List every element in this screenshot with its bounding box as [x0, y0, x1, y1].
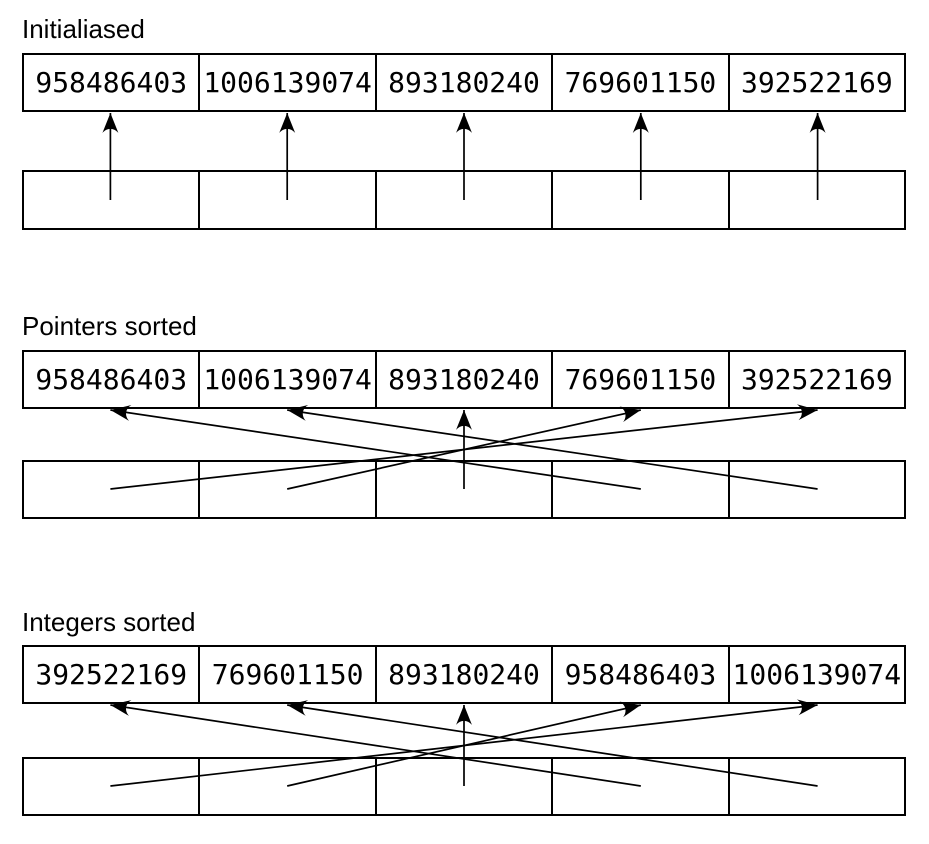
pointer-cell	[730, 462, 904, 517]
integer-cell: 769601150	[553, 352, 730, 407]
integer-cell: 958486403	[553, 647, 730, 702]
integer-cell: 769601150	[553, 55, 730, 110]
pointer-cell	[200, 462, 377, 517]
pointer-cell	[200, 172, 377, 228]
pointer-cell	[24, 172, 201, 228]
integer-cell: 893180240	[377, 647, 554, 702]
pointer-cell	[24, 462, 201, 517]
integer-cell: 958486403	[24, 55, 201, 110]
integer-cell: 769601150	[200, 647, 377, 702]
integer-cell: 1006139074	[732, 658, 902, 691]
pointer-cell	[200, 759, 377, 814]
section-title-integers-sorted: Integers sorted	[22, 607, 196, 637]
pointer-cell	[377, 759, 554, 814]
pointer-array-row-3	[22, 757, 906, 816]
integer-array-row-3: 392522169 769601150 893180240 958486403 …	[22, 645, 906, 704]
pointer-cell	[553, 759, 730, 814]
pointer-array-row-2	[22, 460, 906, 519]
integer-cell: 392522169	[740, 363, 893, 396]
integer-cell: 893180240	[377, 352, 554, 407]
pointer-cell	[730, 172, 904, 228]
integer-cell: 392522169	[740, 66, 893, 99]
integer-cell: 893180240	[377, 55, 554, 110]
integer-cell: 1006139074	[200, 55, 377, 110]
pointer-cell	[730, 759, 904, 814]
pointer-cell	[553, 172, 730, 228]
integer-cell: 958486403	[24, 352, 201, 407]
pointer-cell	[377, 462, 554, 517]
section-title-initialised: Initialiased	[22, 14, 145, 44]
section-title-pointers-sorted: Pointers sorted	[22, 311, 197, 341]
integer-cell: 392522169	[24, 647, 201, 702]
pointer-cell	[377, 172, 554, 228]
pointer-array-row-1	[22, 170, 906, 230]
integer-array-row-1: 958486403 1006139074 893180240 769601150…	[22, 53, 906, 112]
pointer-cell	[553, 462, 730, 517]
integer-cell: 1006139074	[200, 352, 377, 407]
integer-array-row-2: 958486403 1006139074 893180240 769601150…	[22, 350, 906, 409]
pointer-cell	[24, 759, 201, 814]
